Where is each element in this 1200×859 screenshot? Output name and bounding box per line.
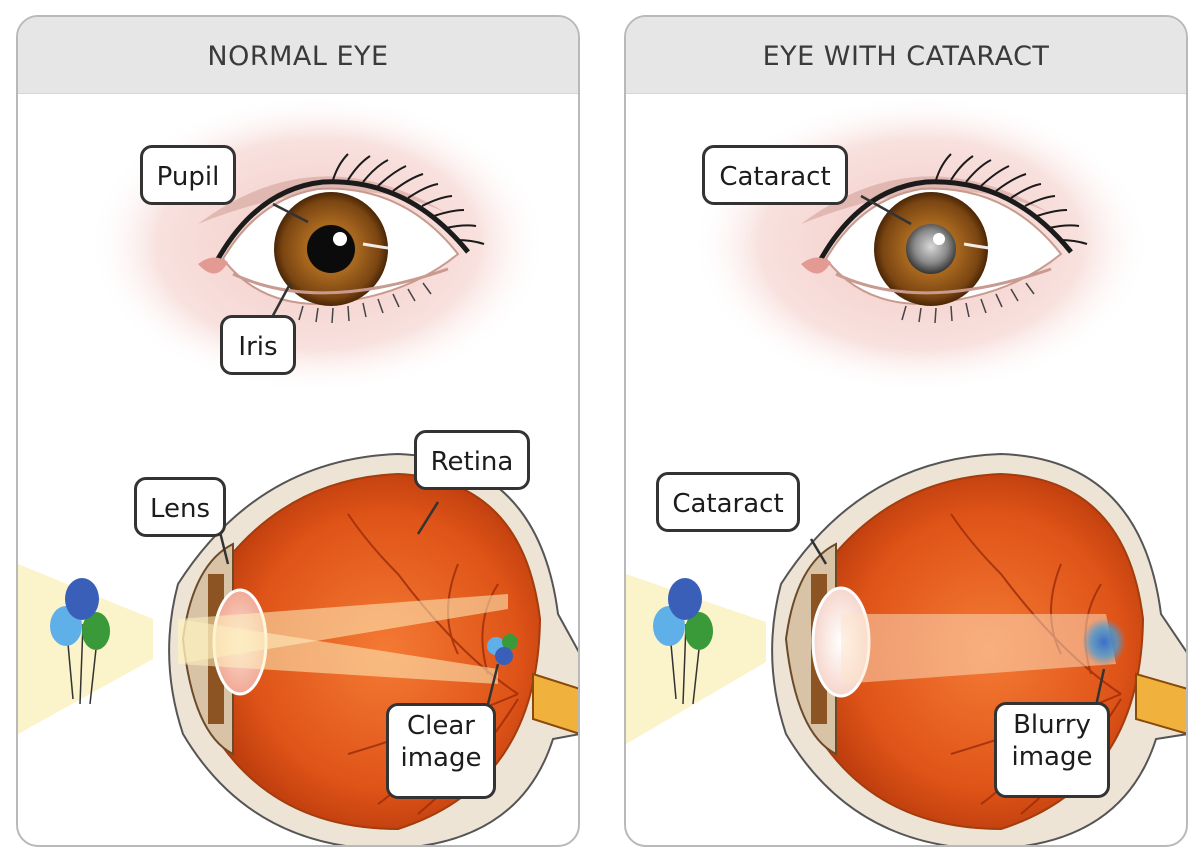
optic-nerve [1135, 672, 1186, 735]
diffuse-light [841, 614, 1116, 684]
panel-title: NORMAL EYE [207, 41, 389, 72]
clear-image-callout: Clear image [386, 703, 496, 799]
pupil-shape [307, 225, 355, 273]
cataract-eye-panel: EYE WITH CATARACT [624, 15, 1188, 847]
normal-eye-panel: NORMAL EYE [16, 15, 580, 847]
panel-header [626, 17, 1186, 94]
upper-eyelid-line [818, 179, 1073, 261]
lower-eyelid-line [232, 267, 449, 295]
eyelashes [332, 153, 485, 245]
balloons-icon [653, 578, 713, 705]
clear-image-line2: image [400, 743, 482, 773]
front-eye [88, 94, 548, 394]
retina-image-icon [487, 634, 518, 665]
panel-title: EYE WITH CATARACT [762, 41, 1050, 72]
pupil-highlight [333, 232, 347, 246]
cataract-front-callout: Cataract [702, 145, 848, 205]
cataract-pupil-shape [906, 224, 956, 274]
blurry-image-callout: Blurry image [994, 702, 1110, 798]
tear-duct [801, 257, 831, 274]
pupil-pointer [272, 202, 309, 224]
blurry-image-icon [1082, 618, 1126, 666]
blurry-image-pointer [1094, 668, 1106, 707]
eyelashes [935, 153, 1088, 245]
blurry-image-line1: Blurry [1013, 710, 1091, 740]
lower-lashes [298, 282, 432, 324]
panel-header [18, 17, 578, 94]
light-cone [18, 564, 153, 734]
retina-pointer [416, 501, 440, 535]
retina-callout: Retina [414, 430, 530, 490]
lower-lashes [901, 282, 1035, 324]
front-eye [691, 94, 1151, 394]
upper-eyelid-line [215, 179, 470, 261]
lens-callout: Lens [134, 477, 226, 537]
balloons-icon [50, 578, 110, 705]
clear-image-line1: Clear [407, 711, 475, 741]
ray-lower [178, 594, 508, 664]
blurry-image-line2: image [1011, 742, 1093, 772]
pupil-callout: Pupil [140, 145, 236, 205]
optic-nerve [532, 672, 578, 735]
clear-image-pointer [486, 663, 500, 705]
cataract-lens-callout: Cataract [656, 472, 800, 532]
tear-duct [198, 257, 228, 274]
cataract-front-pointer [860, 194, 912, 226]
pupil-highlight [933, 233, 945, 245]
cataract-lens-pointer [809, 538, 828, 565]
iris-callout: Iris [220, 315, 296, 375]
